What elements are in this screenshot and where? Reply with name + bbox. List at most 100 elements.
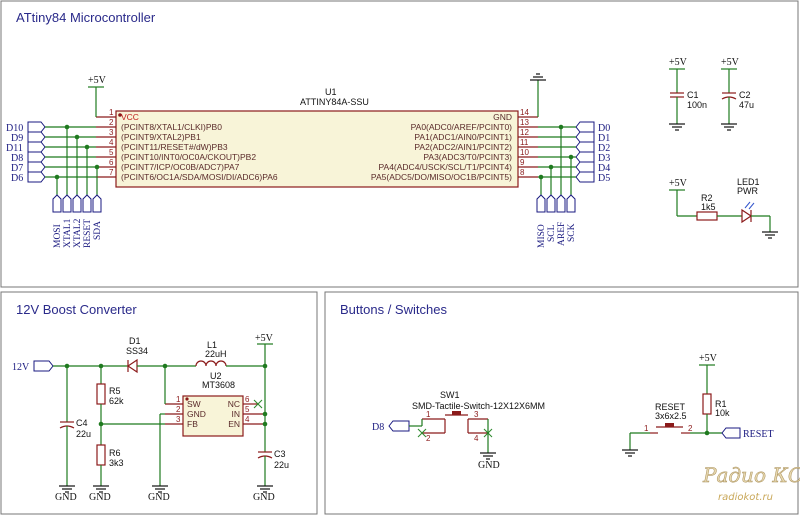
net-label-d2: D2 xyxy=(598,143,610,154)
net-label-d8: D8 xyxy=(11,153,23,164)
c3-gnd-label: GND xyxy=(253,492,275,503)
c2-capacitor[interactable]: +5V C2 47u xyxy=(720,57,754,131)
left-net-flags xyxy=(27,121,46,183)
r1-power-label: +5V xyxy=(699,353,718,364)
l1-inductor[interactable]: L1 22uH xyxy=(195,340,227,367)
sw1-pin-num: 1 xyxy=(426,410,431,419)
c3-ref: C3 xyxy=(274,449,286,459)
net-label-d0: D0 xyxy=(598,123,610,134)
net-label-reset-button: RESET xyxy=(743,429,774,440)
u2-value: MT3608 xyxy=(202,380,235,390)
net-label-xtal2: XTAL2 xyxy=(73,218,83,248)
c2-value: 47u xyxy=(739,100,754,110)
c1-power-label: +5V xyxy=(669,57,688,68)
c1-value: 100n xyxy=(687,100,707,110)
u1-pin-name: PA2(ADC2/AIN1/PCINT2) xyxy=(414,142,512,152)
net-label-scl: SCL xyxy=(547,224,557,242)
r5-resistor[interactable]: R5 62k xyxy=(96,383,124,406)
u1-pin-num: 12 xyxy=(520,128,529,137)
sw1-pin-num: 3 xyxy=(474,410,479,419)
u2-pin-name: EN xyxy=(228,419,240,429)
reset-switch-value: 3x6x2.5 xyxy=(655,411,687,421)
u1-pin-num: 9 xyxy=(520,158,525,167)
net-label-d4: D4 xyxy=(598,163,610,174)
net-label-mosi: MOSI xyxy=(53,224,63,248)
reset-switch-pin-num: 1 xyxy=(644,424,649,433)
r5-ref: R5 xyxy=(109,386,121,396)
u1-pin-num: 2 xyxy=(109,118,114,127)
net-label-d7: D7 xyxy=(11,163,23,174)
power-led-circuit[interactable]: +5V R2 1k5 LED1 PWR xyxy=(669,177,779,239)
u1-pin-num: 1 xyxy=(109,108,114,117)
sw1-ref: SW1 xyxy=(440,390,460,400)
mcu-panel-frame xyxy=(0,0,799,288)
buttons-panel-frame xyxy=(324,291,799,515)
u1-pin-num: 6 xyxy=(109,158,114,167)
net-label-reset: RESET xyxy=(83,219,93,248)
sw1-gnd-label: GND xyxy=(478,460,500,471)
led-power-label: +5V xyxy=(669,178,688,189)
c2-power-label: +5V xyxy=(721,57,740,68)
c2-ref: C2 xyxy=(739,90,751,100)
u2-boost-ic[interactable]: U2 MT3608 1 2 3 SW GND FB 6 5 4 NC IN EN xyxy=(165,371,265,437)
l1-ref: L1 xyxy=(207,340,217,350)
net-flag-d8 xyxy=(388,420,410,432)
c3-capacitor[interactable]: C3 22u xyxy=(257,449,289,470)
net-label-12v: 12V xyxy=(12,362,30,373)
u2-ref: U2 xyxy=(210,371,222,381)
watermark-logo: Радио КОТ radiokot.ru xyxy=(702,463,800,503)
u2-pin-name: GND xyxy=(187,409,206,419)
u2-pin-name: NC xyxy=(228,399,240,409)
u2-pin-num: 2 xyxy=(176,405,181,414)
u2-pin-num: 5 xyxy=(245,405,250,414)
u1-pin-name: VCC xyxy=(121,112,139,122)
u1-microcontroller[interactable]: U1 ATTINY84A-SSU 1 2 3 4 5 6 7 VCC (PCIN… xyxy=(96,87,538,188)
u1-pin-name: (PCINT7/ICP/OC0B/ADC7)PA7 xyxy=(121,162,240,172)
net-label-miso: MISO xyxy=(537,224,547,248)
r6-gnd-label: GND xyxy=(89,492,111,503)
u1-pin-num: 4 xyxy=(109,138,114,147)
r2-value: 1k5 xyxy=(701,202,716,212)
reset-switch-pin-num: 2 xyxy=(688,424,693,433)
d1-ref: D1 xyxy=(129,336,141,346)
u2-pin-num: 1 xyxy=(176,395,181,404)
net-label-d6: D6 xyxy=(11,173,23,184)
c4-capacitor[interactable]: C4 22u xyxy=(59,418,91,439)
c1-ref: C1 xyxy=(687,90,699,100)
left-bottom-flags xyxy=(52,194,102,213)
led1-value: PWR xyxy=(737,186,758,196)
u1-pin-name: (PCINT8/XTAL1/CLKI)PB0 xyxy=(121,122,222,132)
r2-ref: R2 xyxy=(701,193,713,203)
net-flag-12v xyxy=(33,360,54,372)
net-label-d3: D3 xyxy=(598,153,610,164)
u2-pin-name: FB xyxy=(187,419,198,429)
u1-pin-num: 8 xyxy=(520,168,525,177)
c1-capacitor[interactable]: +5V C1 100n xyxy=(668,57,707,131)
u2-pin-num: 3 xyxy=(176,415,181,424)
net-flag-reset xyxy=(721,427,741,439)
sw1-pin-num: 4 xyxy=(474,434,479,443)
watermark-line2: radiokot.ru xyxy=(718,492,773,503)
c4-ref: C4 xyxy=(76,418,88,428)
c4-gnd-label: GND xyxy=(55,492,77,503)
r6-ref: R6 xyxy=(109,448,121,458)
u1-ref: U1 xyxy=(325,87,337,97)
u2-pin-name: IN xyxy=(232,409,241,419)
r6-resistor[interactable]: R6 3k3 xyxy=(96,444,124,468)
boost-panel-frame xyxy=(0,291,318,515)
buttons-panel-title: Buttons / Switches xyxy=(340,302,447,317)
net-label-aref: AREF xyxy=(557,222,567,246)
d1-value: SS34 xyxy=(126,346,148,356)
u1-pin-name: (PCINT10/INT0/OC0A/CKOUT)PB2 xyxy=(121,152,256,162)
reset-tactile-switch[interactable]: RESET 3x6x2.5 1 2 xyxy=(644,402,693,434)
mcu-panel-title: ATtiny84 Microcontroller xyxy=(16,10,156,25)
sw1-pin-num: 2 xyxy=(426,434,431,443)
u1-vcc-power-label: +5V xyxy=(88,75,107,86)
u1-pin-name: (PCINT9/XTAL2)PB1 xyxy=(121,132,201,142)
u2-pin-num: 6 xyxy=(245,395,250,404)
net-label-d1: D1 xyxy=(598,133,610,144)
u2-pin-num: 4 xyxy=(245,415,250,424)
sw1-tactile-switch[interactable]: SW1 SMD-Tactile-Switch-12X12X6MM 1 2 3 4 xyxy=(412,390,545,443)
net-label-sck: SCK xyxy=(567,223,577,242)
